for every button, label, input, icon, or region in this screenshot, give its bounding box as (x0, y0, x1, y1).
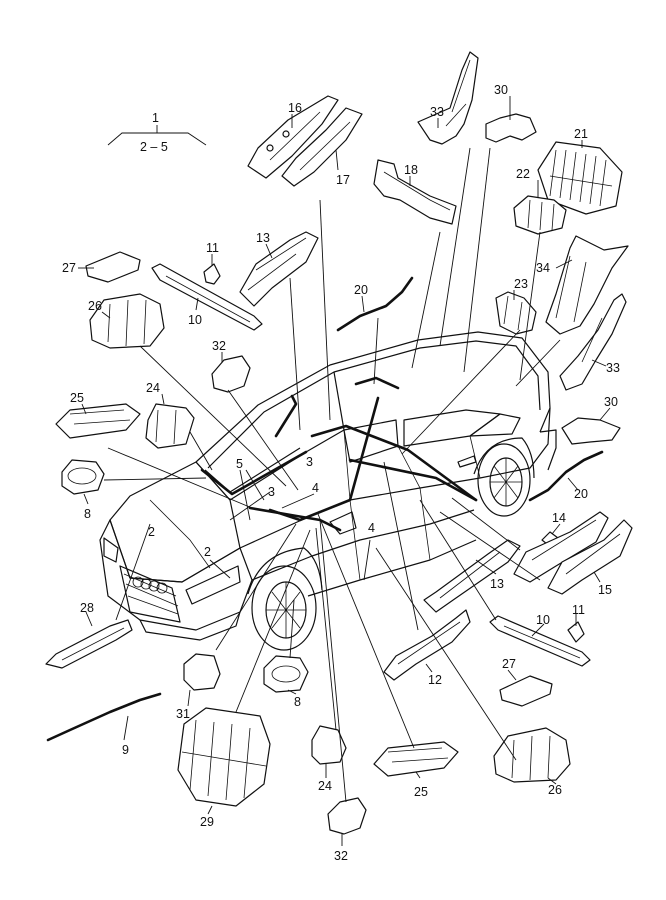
callout-34: 34 (536, 261, 550, 275)
part-8-sensor-lower (263, 655, 309, 693)
part-11-clip-right (567, 621, 585, 643)
part-10-rail-right (489, 615, 591, 667)
part-27-cover-lower (499, 675, 553, 707)
rear-wheel (473, 437, 535, 517)
callout-10: 10 (188, 313, 202, 327)
callout-5: 5 (236, 457, 243, 471)
part-10-rail-top (151, 263, 263, 331)
callout-30: 30 (494, 83, 508, 97)
part-33-pillar-lower (559, 293, 627, 391)
callout-22: 22 (516, 167, 530, 181)
reference-bracket: 1 2 – 5 (107, 111, 207, 154)
part-28-rail (45, 619, 133, 669)
callout-27-lower: 27 (502, 657, 516, 671)
front-wheel (247, 547, 323, 651)
part-34-lining (545, 235, 629, 335)
reference-number: 1 (152, 111, 159, 125)
part-29-control-unit (177, 707, 271, 807)
part-31-connector (183, 653, 221, 691)
part-30-bracket-lower (561, 417, 621, 445)
part-9-harness-lower (46, 692, 162, 742)
callout-30-lower: 30 (604, 395, 618, 409)
callout-26-lower: 26 (548, 783, 562, 797)
part-16-17-pads (247, 95, 363, 187)
part-20-harness-top (336, 276, 414, 332)
part-23-bracket (495, 291, 537, 335)
callout-2-front: 2 (204, 545, 211, 559)
callout-25: 25 (70, 391, 84, 405)
callout-18: 18 (404, 163, 418, 177)
callout-24-lower: 24 (318, 779, 332, 793)
part-24-bracket-upper (145, 403, 195, 449)
part-11-clip-top (203, 263, 221, 285)
callout-4: 4 (312, 481, 319, 495)
callout-13-side: 13 (490, 577, 504, 591)
callout-3-front: 3 (268, 485, 275, 499)
part-13-sill-center (423, 539, 521, 613)
callout-26: 26 (88, 299, 102, 313)
part-13-15-sills-right (513, 511, 633, 595)
callout-21: 21 (574, 127, 588, 141)
part-24-bracket-lower (311, 725, 347, 765)
callout-14: 14 (552, 511, 566, 525)
callout-32-lower: 32 (334, 849, 348, 863)
part-26-box-top (89, 293, 165, 349)
callout-17: 17 (336, 173, 350, 187)
callout-3: 3 (306, 455, 313, 469)
part-22-relay-block (513, 195, 567, 235)
part-18-duct (373, 159, 457, 225)
callout-9: 9 (122, 743, 129, 757)
part-13-sill-top (239, 231, 319, 307)
part-8-sensor-upper (61, 459, 105, 495)
callout-11: 11 (206, 241, 219, 255)
callout-32: 32 (212, 339, 226, 353)
part-30-bracket-top (485, 113, 537, 143)
part-27-cover-top (85, 251, 141, 283)
part-33-pillar-top (417, 51, 479, 145)
callout-4-side: 4 (368, 521, 375, 535)
callout-15: 15 (598, 583, 612, 597)
callout-2: 2 (148, 525, 155, 539)
part-26-box-lower (493, 727, 571, 783)
callout-29: 29 (200, 815, 214, 829)
leader-lines (78, 96, 611, 846)
callout-28: 28 (80, 601, 94, 615)
callout-23: 23 (514, 277, 528, 291)
callout-12: 12 (428, 673, 442, 687)
part-25-holder-lower (373, 741, 459, 777)
part-20-harness-right (528, 450, 604, 502)
part-32-bracket-upper (211, 355, 251, 393)
reference-range: 2 – 5 (140, 140, 168, 154)
callout-33: 33 (430, 105, 444, 119)
callout-8: 8 (84, 507, 91, 521)
callout-10-right: 10 (536, 613, 550, 627)
car-body (99, 331, 557, 651)
callout-25-lower: 25 (414, 785, 428, 799)
callout-20-right: 20 (574, 487, 588, 501)
part-12-sill-lower (383, 609, 471, 681)
part-25-holder-upper (55, 403, 141, 439)
callout-31: 31 (176, 707, 190, 721)
callout-20: 20 (354, 283, 368, 297)
callout-labels: 16 17 33 30 21 18 22 11 13 27 34 20 23 2… (62, 83, 620, 863)
callout-33-lower: 33 (606, 361, 620, 375)
callout-24: 24 (146, 381, 160, 395)
callout-11-right: 11 (572, 603, 585, 617)
callout-13: 13 (256, 231, 270, 245)
callout-16: 16 (288, 101, 302, 115)
callout-8-lower: 8 (294, 695, 301, 709)
wiring-harness (200, 376, 478, 532)
callout-27: 27 (62, 261, 76, 275)
part-32-bracket-lower (327, 797, 367, 835)
